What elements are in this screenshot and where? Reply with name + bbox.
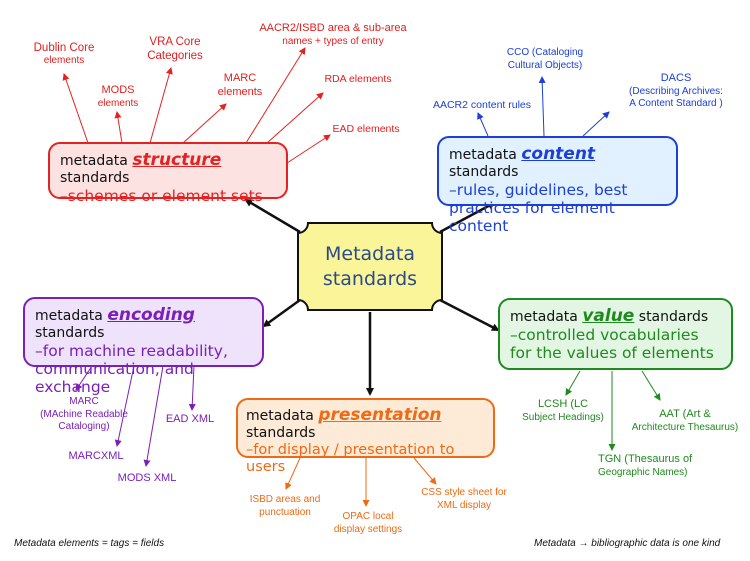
label-aacr2-content: AACR2 content rules	[432, 99, 532, 111]
label-vra: VRA Core Categories	[147, 36, 203, 63]
label-mods: MODS elements	[97, 84, 139, 109]
arrow-aacr2-isbd	[245, 47, 306, 144]
label-aat: AAT (Art & Architecture Thesaurus)	[631, 408, 739, 433]
label-aacr2-isbd: AACR2/ISBD area & sub-area names + types…	[259, 22, 407, 47]
arrow-dacs	[582, 111, 610, 137]
label-cco: CCO (Cataloging Cultural Objects)	[506, 47, 584, 71]
structure-standards-box: metadata structure standards –schemes or…	[48, 142, 288, 205]
structure-description: –schemes or element sets	[60, 186, 263, 205]
arrow-dublin-core	[62, 73, 89, 144]
arrow-aacr2-content	[477, 112, 489, 137]
footer-right-note: Metadata → bibliographic data is one kin…	[534, 538, 721, 549]
presentation-keyword: presentation	[318, 405, 442, 425]
value-standards-box: metadata value standards –controlled voc…	[498, 298, 733, 370]
label-lcsh: LCSH (LC Subject Headings)	[522, 398, 604, 423]
presentation-description: –for display / presentation to users	[246, 441, 455, 475]
label-rda: RDA elements	[324, 73, 392, 85]
label-tgn: TGN (Thesaurus of Geographic Names)	[598, 453, 693, 478]
value-description-2: for the values of elements	[510, 344, 714, 363]
arrow-to-encoding	[262, 298, 301, 328]
arrow-mods-xml	[143, 365, 164, 467]
label-dacs: DACS (Describing Archives: A Content Sta…	[629, 72, 723, 110]
center-shape	[297, 222, 443, 311]
value-description-1: –controlled vocabularies	[510, 326, 699, 345]
center-title-line2: standards	[322, 268, 418, 290]
content-standards-box: metadata content standards –rules, guide…	[437, 136, 678, 235]
encoding-description-2: communication, and exchange	[35, 359, 194, 397]
label-marc-encoding: MARC (MAchine Readable Cataloging)	[40, 396, 128, 432]
arrow-ead-xml	[188, 365, 196, 411]
arrow-marc-enc	[75, 365, 93, 391]
arrow-isbd-areas	[285, 457, 301, 490]
label-ead: EAD elements	[332, 123, 400, 135]
arrow-mods	[114, 111, 123, 144]
arrow-cco	[538, 76, 546, 137]
arrow-rda	[266, 92, 324, 144]
arrow-to-value	[439, 298, 500, 332]
arrow-aat	[641, 370, 661, 401]
label-dublin-core: Dublin Core elements	[33, 42, 95, 67]
arrow-vra	[149, 67, 173, 144]
center-title-line1: Metadata	[325, 243, 415, 266]
label-css: CSS style sheet for XML display	[421, 487, 507, 511]
encoding-description-1: –for machine readability,	[35, 341, 228, 360]
arrow-to-structure	[244, 198, 301, 234]
label-marcxml: MARCXML	[68, 450, 124, 462]
value-keyword: value	[582, 306, 635, 326]
arrow-marcxml	[114, 365, 135, 447]
center-node: Metadata standards	[300, 222, 440, 312]
footer-left-note: Metadata elements = tags = fields	[14, 538, 165, 549]
arrow-to-content	[439, 201, 496, 234]
arrow-lcsh	[565, 370, 581, 396]
label-isbd-areas: ISBD areas and punctuation	[249, 494, 321, 518]
label-ead-xml: EAD XML	[165, 413, 215, 425]
content-description-2: practices for element content	[449, 198, 615, 236]
label-mods-xml: MODS XML	[117, 472, 177, 484]
label-marc: MARC elements	[217, 72, 263, 98]
encoding-standards-box: metadata encoding standards –for machine…	[23, 297, 264, 396]
arrow-css	[413, 457, 437, 485]
presentation-standards-box: metadata presentation standards –for dis…	[236, 398, 495, 475]
content-keyword: content	[521, 144, 596, 164]
content-description-1: –rules, guidelines, best	[449, 180, 628, 199]
arrow-ead	[286, 134, 331, 164]
arrow-marc	[182, 103, 227, 144]
encoding-keyword: encoding	[107, 305, 195, 325]
label-opac: OPAC local display settings	[333, 511, 403, 535]
structure-keyword: structure	[132, 150, 222, 170]
